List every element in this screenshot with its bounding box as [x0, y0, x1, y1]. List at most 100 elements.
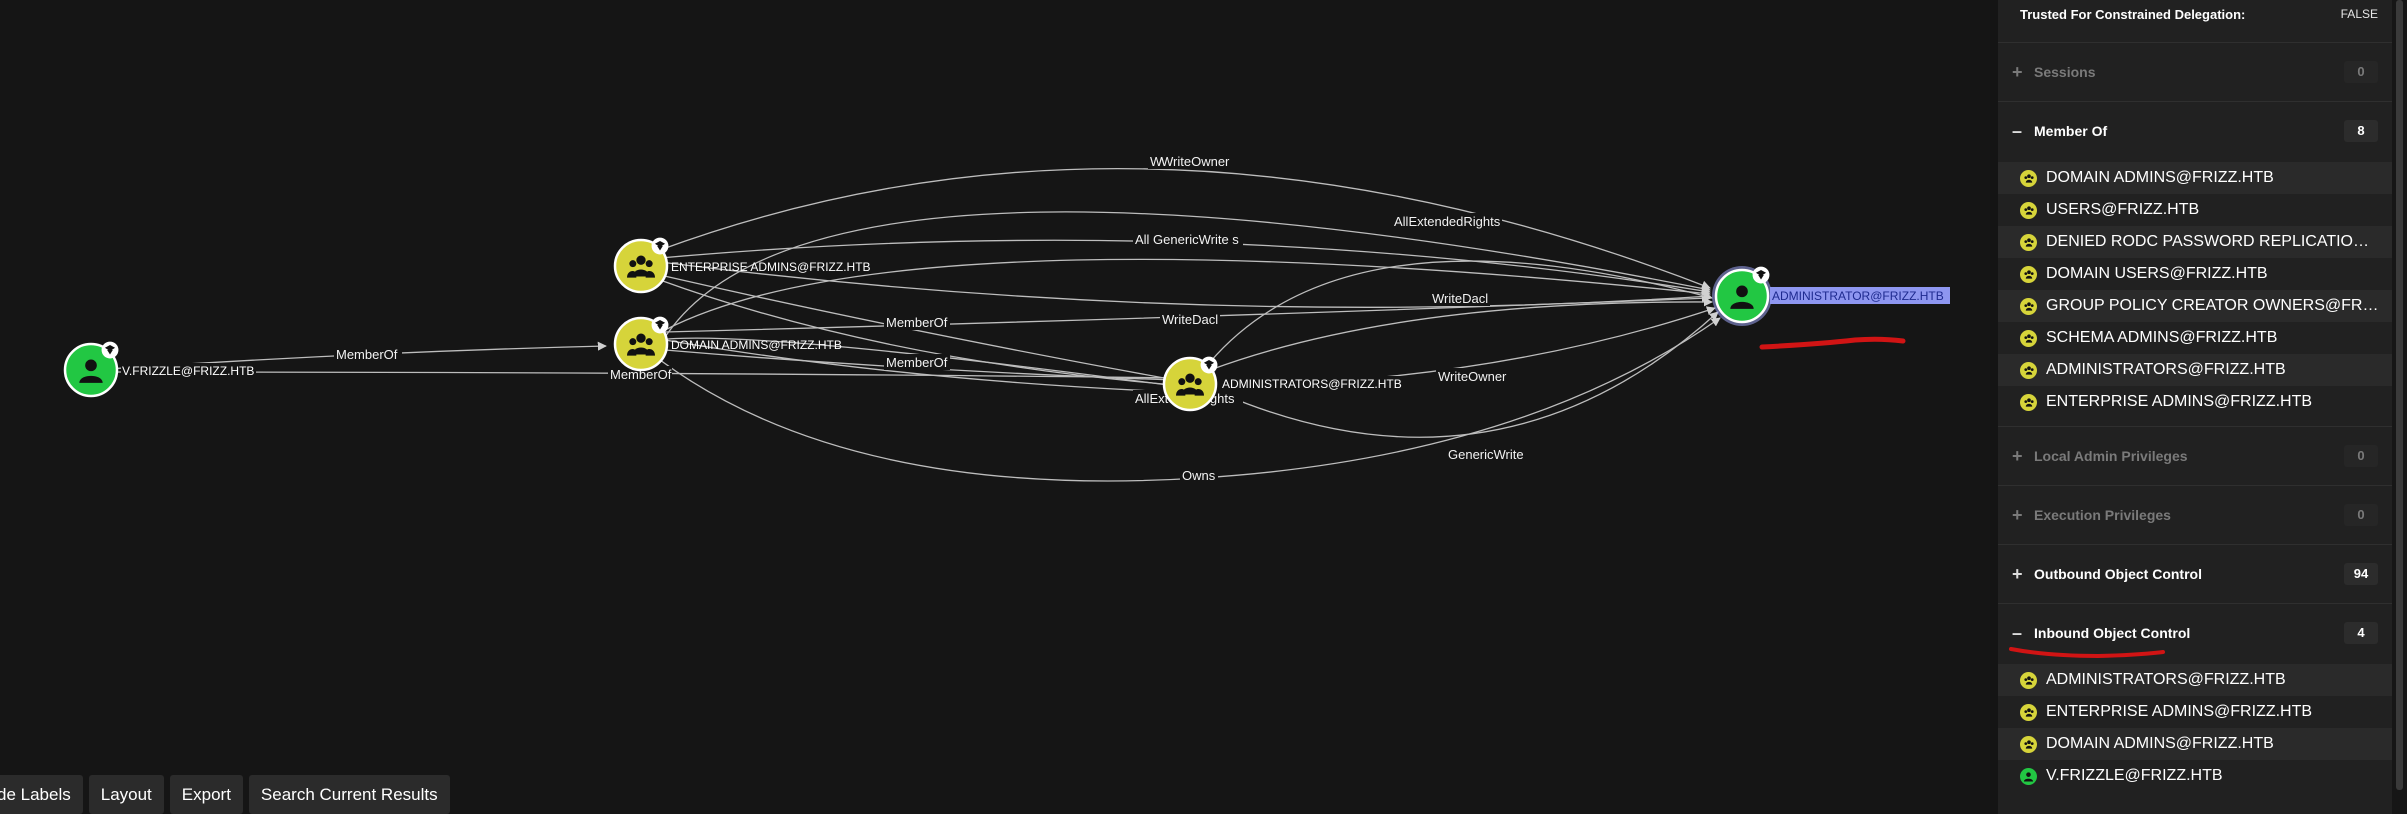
list-item[interactable]: DOMAIN USERS@FRIZZ.HTB [1998, 258, 2392, 290]
edge-label-memberof: MemberOf [336, 347, 398, 362]
export-button[interactable]: Export [169, 775, 243, 814]
group-icon [2020, 265, 2037, 283]
count-badge: 4 [2344, 622, 2378, 644]
list-item[interactable]: V.FRIZZLE@FRIZZ.HTB [1998, 760, 2392, 792]
red-annotation-underline [1759, 336, 1906, 350]
edge-label-writeowner: WriteOwner [1161, 154, 1230, 169]
node-administrator-selected[interactable]: ADMINISTRATOR@FRIZZ.HTB [1712, 266, 1950, 326]
list-item-label: ENTERPRISE ADMINS@FRIZZ.HTB [2046, 703, 2313, 720]
count-badge: 0 [2344, 61, 2378, 83]
panel-scrollbar[interactable] [2392, 0, 2407, 814]
node-labels-button[interactable]: de Labels [0, 775, 83, 814]
count-badge: 0 [2344, 504, 2378, 526]
section-title: Member Of [2034, 123, 2108, 139]
property-value: FALSE [2340, 7, 2378, 21]
section-title: Local Admin Privileges [2034, 448, 2188, 464]
list-item-label: USERS@FRIZZ.HTB [2046, 201, 2200, 218]
node-vfrizzle[interactable]: V.FRIZZLE@FRIZZ.HTB [63, 341, 256, 398]
edge-administrators-writedacl [1209, 297, 1713, 371]
member-of-list: DOMAIN ADMINS@FRIZZ.HTB USERS@FRIZZ.HTB DE… [1998, 160, 2392, 426]
node-enterprise-admins[interactable]: ENTERPRISE ADMINS@FRIZZ.HTB [613, 237, 871, 294]
list-item-label: ENTERPRISE ADMINS@FRIZZ.HTB [2046, 393, 2313, 410]
list-item-label: DOMAIN ADMINS@FRIZZ.HTB [2046, 169, 2274, 186]
shield-badge-icon [651, 237, 669, 255]
edge-label-memberof: MemberOf [886, 355, 948, 370]
node-administrators[interactable]: ADMINISTRATORS@FRIZZ.HTB [1162, 356, 1402, 412]
list-item[interactable]: ENTERPRISE ADMINS@FRIZZ.HTB [1998, 696, 2392, 728]
section-title: Outbound Object Control [2034, 566, 2202, 582]
entity-info-panel: Trusted For Constrained Delegation: FALS… [1998, 0, 2392, 814]
expand-icon: + [2012, 563, 2023, 584]
list-item[interactable]: ADMINISTRATORS@FRIZZ.HTB [1998, 354, 2392, 386]
expand-icon: + [2012, 504, 2023, 525]
group-icon [2020, 297, 2037, 315]
list-item[interactable]: DOMAIN ADMINS@FRIZZ.HTB [1998, 728, 2392, 760]
group-icon [2020, 735, 2037, 753]
shield-badge-icon [1200, 356, 1218, 374]
node-label: ENTERPRISE ADMINS@FRIZZ.HTB [671, 260, 871, 274]
list-item-label: DOMAIN ADMINS@FRIZZ.HTB [2046, 735, 2274, 752]
section-execution-privileges[interactable]: + Execution Privileges 0 [1998, 486, 2392, 545]
search-current-results-button[interactable]: Search Current Results [248, 775, 450, 814]
node-domain-admins[interactable]: DOMAIN ADMINS@FRIZZ.HTB [613, 316, 842, 372]
expand-icon: + [2012, 61, 2023, 82]
node-label: ADMINISTRATORS@FRIZZ.HTB [1222, 377, 1402, 391]
edge-enterprise-writeowner [659, 167, 1711, 290]
shield-badge-icon [1752, 266, 1770, 284]
count-badge: 8 [2344, 120, 2378, 142]
node-label-selected: ADMINISTRATOR@FRIZZ.HTB [1772, 289, 1944, 303]
shield-badge-icon [101, 341, 119, 359]
node-label: DOMAIN ADMINS@FRIZZ.HTB [671, 338, 842, 352]
graph-svg[interactable]: MemberOf MemberOf MemberOf MemberOf W Wr… [0, 0, 1990, 814]
count-badge: 94 [2344, 563, 2378, 585]
list-item[interactable]: DENIED RODC PASSWORD REPLICATION ... [1998, 226, 2392, 258]
list-item[interactable]: SCHEMA ADMINS@FRIZZ.HTB [1998, 322, 2392, 354]
group-icon [2020, 361, 2037, 379]
graph-toolbar: de Labels Layout Export Search Current R… [0, 775, 450, 814]
property-row: Trusted For Constrained Delegation: FALS… [1998, 0, 2392, 28]
list-item-label: ADMINISTRATORS@FRIZZ.HTB [2046, 361, 2286, 378]
shield-badge-icon [651, 316, 669, 334]
inbound-object-control-list: ADMINISTRATORS@FRIZZ.HTB ENTERPRISE ADMIN… [1998, 662, 2392, 800]
edge-label-memberof: MemberOf [610, 367, 672, 382]
section-inbound-object-control[interactable]: – Inbound Object Control 4 [1998, 604, 2392, 662]
list-item[interactable]: GROUP POLICY CREATOR OWNERS@FRI... [1998, 290, 2392, 322]
list-item[interactable]: DOMAIN ADMINS@FRIZZ.HTB [1998, 162, 2392, 194]
section-outbound-object-control[interactable]: + Outbound Object Control 94 [1998, 545, 2392, 604]
red-annotation-underline [2009, 647, 2165, 659]
section-local-admin-privileges[interactable]: + Local Admin Privileges 0 [1998, 427, 2392, 486]
group-icon [2020, 201, 2037, 219]
list-item-label: SCHEMA ADMINS@FRIZZ.HTB [2046, 329, 2278, 346]
edge-label-genericwrite: GenericWrite [1448, 447, 1524, 462]
user-icon [2020, 767, 2037, 785]
section-title: Inbound Object Control [2034, 625, 2191, 641]
list-item-label: ADMINISTRATORS@FRIZZ.HTB [2046, 671, 2286, 688]
collapse-icon: – [2012, 622, 2023, 643]
expand-icon: + [2012, 445, 2023, 466]
list-item[interactable]: ENTERPRISE ADMINS@FRIZZ.HTB [1998, 386, 2392, 418]
list-item-label: DENIED RODC PASSWORD REPLICATION ... [2046, 233, 2380, 250]
section-title: Execution Privileges [2034, 507, 2171, 523]
edge-domain-genericwrite [664, 258, 1711, 331]
group-icon [2020, 393, 2037, 411]
node-label: V.FRIZZLE@FRIZZ.HTB [122, 364, 254, 378]
list-item-label: DOMAIN USERS@FRIZZ.HTB [2046, 265, 2268, 282]
group-icon [2020, 703, 2037, 721]
edge-domain-allextended [664, 339, 1176, 397]
list-item[interactable]: ADMINISTRATORS@FRIZZ.HTB [1998, 664, 2392, 696]
list-item-label: V.FRIZZLE@FRIZZ.HTB [2046, 767, 2223, 784]
section-title: Sessions [2034, 64, 2096, 80]
edge-label-writeowner-w: W [1150, 154, 1163, 169]
edge-label-allextendedrights: AllExtendedRights [1394, 214, 1501, 229]
section-member-of[interactable]: – Member Of 8 [1998, 102, 2392, 160]
layout-button[interactable]: Layout [88, 775, 164, 814]
list-item[interactable]: USERS@FRIZZ.HTB [1998, 194, 2392, 226]
edge-domain-writeowner [659, 211, 1711, 346]
graph-canvas[interactable]: MemberOf MemberOf MemberOf MemberOf W Wr… [0, 0, 1990, 814]
edge-label-memberof: MemberOf [886, 315, 948, 330]
section-sessions[interactable]: + Sessions 0 [1998, 43, 2392, 102]
edge-label-owns: Owns [1182, 468, 1216, 483]
edge-label-writedacl: WriteDacl [1432, 291, 1488, 306]
collapse-icon: – [2012, 120, 2023, 141]
property-key: Trusted For Constrained Delegation: [2020, 6, 2246, 22]
